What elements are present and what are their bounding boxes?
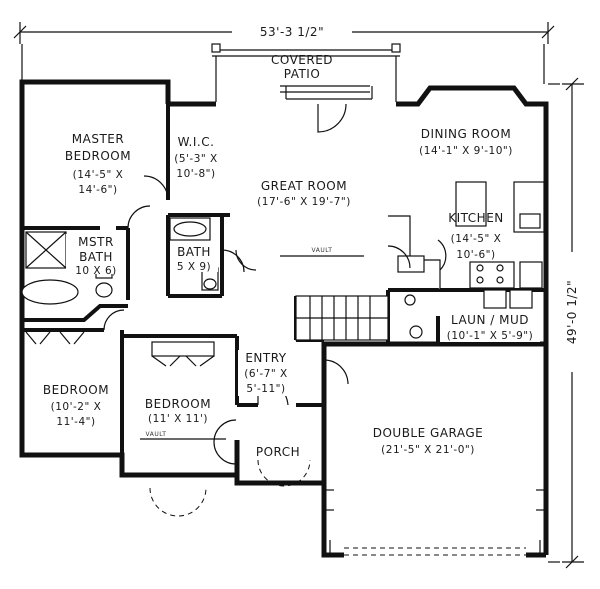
- master-bedroom-dims-line1: (14'-5" X: [73, 169, 124, 181]
- porch-label: PORCH: [256, 445, 300, 459]
- bedroom-1-label: BEDROOM (10'-2" X 11'-4"): [43, 383, 109, 428]
- master-bedroom-name-line1: MASTER: [72, 132, 124, 146]
- bedroom-2-label: BEDROOM (11' X 11') VAULT: [140, 397, 226, 440]
- mstr-bath-name-line2: BATH: [79, 250, 113, 264]
- bath-fixtures: [21, 217, 423, 339]
- covered-patio-name-line2: PATIO: [284, 67, 321, 81]
- kitchen-dims-line2: 10'-6"): [456, 249, 495, 261]
- entry-dims-line2: 5'-11"): [246, 383, 285, 395]
- garage-side-detail: [324, 489, 546, 511]
- bath-dims: 5 X 9): [177, 261, 211, 273]
- covered-patio-label: COVERED PATIO: [271, 53, 333, 81]
- dining-room-name: DINING ROOM: [421, 127, 511, 141]
- stairs: [295, 295, 389, 341]
- bedroom-2-vault-note: VAULT: [146, 431, 167, 438]
- covered-patio-name-line1: COVERED: [271, 53, 333, 67]
- mstr-bath-name-line1: MSTR: [78, 235, 114, 249]
- mstr-bath-dims: 10 X 6): [75, 265, 117, 277]
- great-room-label: GREAT ROOM (17'-6" X 19'-7") VAULT: [257, 179, 364, 257]
- bedroom-2-name: BEDROOM: [145, 397, 211, 411]
- laun-mud-dims: (10'-1" X 5'-9"): [447, 330, 533, 342]
- overall-width-dimension: 53'-3 1/2": [13, 22, 555, 44]
- kitchen-dims-line1: (14'-5" X: [451, 233, 502, 245]
- master-bedroom-name-line2: BEDROOM: [65, 149, 131, 163]
- entry-label: ENTRY (6'-7" X 5'-11"): [238, 350, 294, 396]
- covered-patio-structure: [211, 43, 401, 102]
- dining-room-dims: (14'-1" X 9'-10"): [419, 145, 513, 157]
- great-room-dims: (17'-6" X 19'-7"): [257, 196, 351, 208]
- master-bedroom-label: MASTER BEDROOM (14'-5" X 14'-6"): [65, 132, 131, 196]
- kitchen-counters: [388, 181, 545, 309]
- overall-depth-label: 49'-0 1/2": [565, 280, 579, 344]
- entry-dims-line1: (6'-7" X: [244, 368, 288, 380]
- overall-width-label: 53'-3 1/2": [260, 25, 324, 39]
- wic-name: W.I.C.: [178, 135, 215, 149]
- bedroom-1-dims-line1: (10'-2" X: [51, 401, 102, 413]
- mstr-bath-label: MSTR BATH 10 X 6): [66, 234, 126, 277]
- great-room-vault-note: VAULT: [312, 247, 333, 254]
- laun-mud-name: LAUN / MUD: [451, 313, 529, 327]
- bath-label: BATH 5 X 9): [172, 242, 218, 273]
- double-garage-label: DOUBLE GARAGE (21'-5" X 21'-0"): [373, 426, 484, 456]
- wic-label: W.I.C. (5'-3" X 10'-8"): [174, 135, 218, 180]
- master-bedroom-dims-line2: 14'-6"): [78, 184, 117, 196]
- kitchen-name: KITCHEN: [448, 211, 504, 225]
- bedroom-1-name: BEDROOM: [43, 383, 109, 397]
- wic-dims-line2: 10'-8"): [176, 168, 215, 180]
- garage-door: [329, 540, 541, 556]
- overall-depth-dimension: 49'-0 1/2": [562, 77, 584, 569]
- bedroom-2-dims: (11' X 11'): [148, 413, 208, 425]
- kitchen-label: KITCHEN (14'-5" X 10'-6"): [448, 211, 504, 261]
- porch-name: PORCH: [256, 445, 300, 459]
- laun-mud-label: LAUN / MUD (10'-1" X 5'-9"): [440, 312, 540, 342]
- double-garage-dims: (21'-5" X 21'-0"): [381, 444, 475, 456]
- great-room-name: GREAT ROOM: [261, 179, 347, 193]
- dining-room-label: DINING ROOM (14'-1" X 9'-10"): [419, 127, 513, 157]
- bedroom-1-dims-line2: 11'-4"): [56, 416, 95, 428]
- entry-name: ENTRY: [245, 351, 286, 365]
- bath-name: BATH: [177, 245, 211, 259]
- double-garage-name: DOUBLE GARAGE: [373, 426, 484, 440]
- bedroom-closets: [25, 331, 215, 367]
- wic-dims-line1: (5'-3" X: [174, 153, 218, 165]
